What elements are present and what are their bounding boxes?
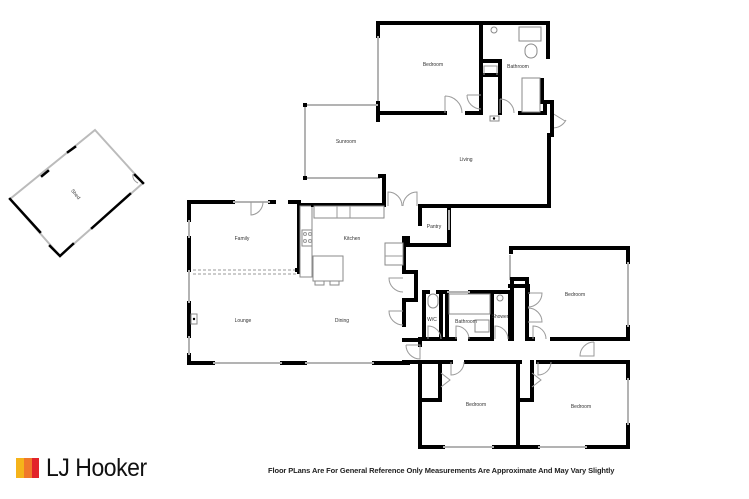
logo-bar-yellow — [16, 458, 24, 478]
disclaimer-text: Floor PLans Are For General Reference On… — [268, 466, 615, 475]
room-label-living: Living — [459, 157, 472, 163]
room-label-lounge: Lounge — [235, 318, 252, 324]
logo-bar-red — [32, 458, 39, 478]
logo-bar-orange — [24, 458, 32, 478]
room-label-shed: Shed — [69, 188, 81, 201]
room-label-bathroom-1: Bathroom — [507, 64, 529, 70]
brand-name: LJ Hooker — [46, 454, 147, 482]
room-label-family: Family — [235, 236, 250, 242]
living-area: Sunroom Living — [303, 103, 554, 217]
bedroom-1-area: Bedroom Bathroom — [376, 21, 567, 129]
bedroom-2-area: Bedroom — [509, 246, 630, 357]
shed: Shed — [8, 128, 145, 258]
room-label-bedroom-2: Bedroom — [565, 292, 585, 298]
room-label-pantry: Pantry — [427, 224, 442, 230]
main-living-area: Pantry Family Kitchen Lounge Dining — [187, 200, 451, 365]
room-label-dining: Dining — [335, 318, 349, 324]
bottom-bedrooms: Bedroom Bedroom — [402, 360, 630, 449]
room-label-wc: W/C — [427, 317, 437, 323]
room-label-shower: Shower — [492, 314, 509, 320]
room-label-kitchen: Kitchen — [344, 236, 361, 242]
room-label-bedroom-4: Bedroom — [571, 404, 591, 410]
room-label-bedroom-3: Bedroom — [466, 402, 486, 408]
room-label-bedroom-1: Bedroom — [423, 62, 443, 68]
lj-hooker-logo: LJ Hooker — [16, 454, 155, 482]
room-label-sunroom: Sunroom — [336, 139, 356, 145]
room-label-bathroom-2: Bathroom — [455, 319, 477, 325]
